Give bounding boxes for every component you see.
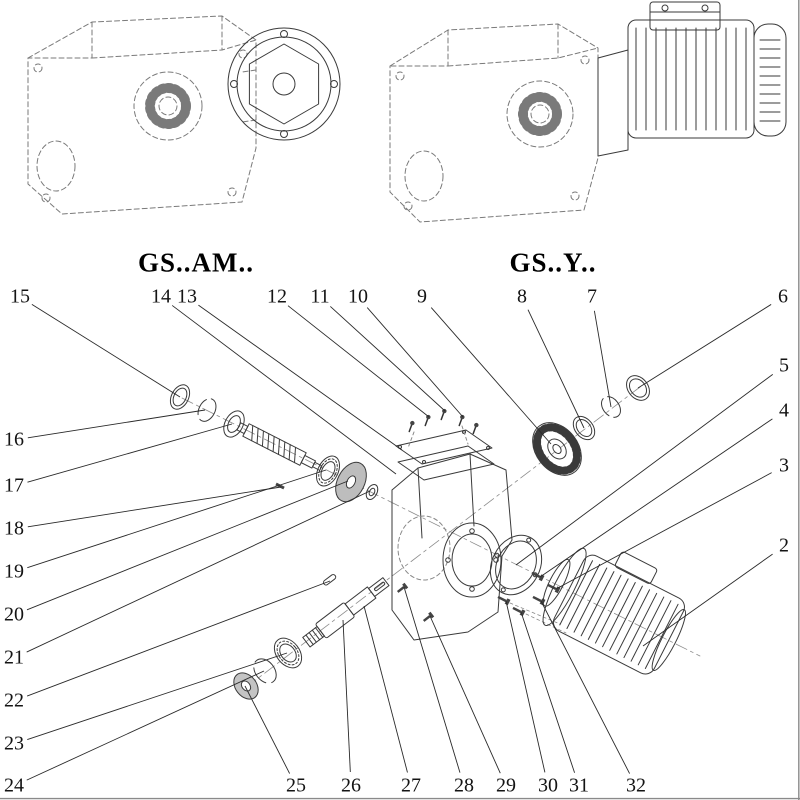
cover-gasket (397, 445, 495, 481)
drawing-gs-y (389, 1, 787, 223)
leader-line-28 (403, 586, 461, 773)
exploded-view (169, 375, 701, 700)
leader-line-3 (555, 472, 772, 590)
leader-line-21 (26, 490, 371, 653)
leader-line-27 (363, 605, 408, 773)
housing-screws (396, 582, 435, 622)
leader-line-9 (430, 307, 552, 445)
snap-ring (197, 398, 217, 422)
leader-line-6 (637, 304, 772, 389)
leader-line-29 (429, 615, 501, 774)
snap-ring (601, 396, 621, 418)
leader-line-32 (540, 600, 631, 774)
leader-line-25 (244, 685, 291, 774)
leader-line-23 (27, 652, 288, 740)
gearbox-body-dashed (27, 15, 257, 215)
gearbox-body-dashed (389, 23, 599, 223)
pin (275, 482, 285, 490)
leader-line-14 (171, 305, 397, 475)
output-gear (532, 422, 582, 476)
output-side-rings (572, 375, 650, 441)
output-shaft (302, 577, 390, 648)
terminal-box (649, 1, 721, 31)
leader-line-16 (27, 409, 206, 439)
leader-line-18 (27, 486, 282, 528)
leader-line-15 (31, 304, 181, 398)
flange-screws (497, 571, 561, 617)
caption-gs-y: GS..Y.. (509, 247, 597, 278)
output-flange-solid (227, 27, 341, 141)
caption-gs-am: GS..AM.. (138, 247, 254, 278)
input-bearing (316, 455, 340, 487)
gear-disc (335, 461, 367, 503)
motor (542, 547, 686, 675)
leader-line-12 (287, 305, 430, 418)
electric-motor-solid (597, 1, 787, 157)
leader-line-31 (520, 611, 575, 773)
leader-line-13 (198, 304, 403, 451)
drawing-gs-am (27, 15, 341, 215)
leader-line-4 (539, 418, 773, 578)
leader-line-8 (527, 309, 585, 429)
leader-line-10 (366, 307, 464, 418)
end-washer (233, 672, 259, 700)
leader-line-2 (642, 553, 773, 647)
motor-terminal-box (614, 551, 658, 584)
leader-line-30 (505, 600, 546, 773)
output-bearing (273, 637, 303, 669)
leader-line-26 (342, 619, 351, 773)
leader-line-19 (27, 469, 327, 569)
shaft-key (322, 574, 337, 586)
leader-line-20 (26, 480, 349, 611)
output-snap-ring (253, 658, 277, 684)
leader-line-22 (26, 580, 331, 697)
leader-line-7 (593, 310, 612, 408)
housing (391, 453, 513, 641)
leader-line-17 (27, 423, 233, 483)
input-seal-rings (169, 384, 245, 438)
worm-shaft (236, 422, 323, 471)
cover-screws (408, 408, 479, 435)
leader-line-11 (330, 306, 446, 412)
fan-cowl (753, 23, 787, 137)
leader-line-24 (26, 670, 265, 781)
leader-line-5 (515, 373, 774, 566)
